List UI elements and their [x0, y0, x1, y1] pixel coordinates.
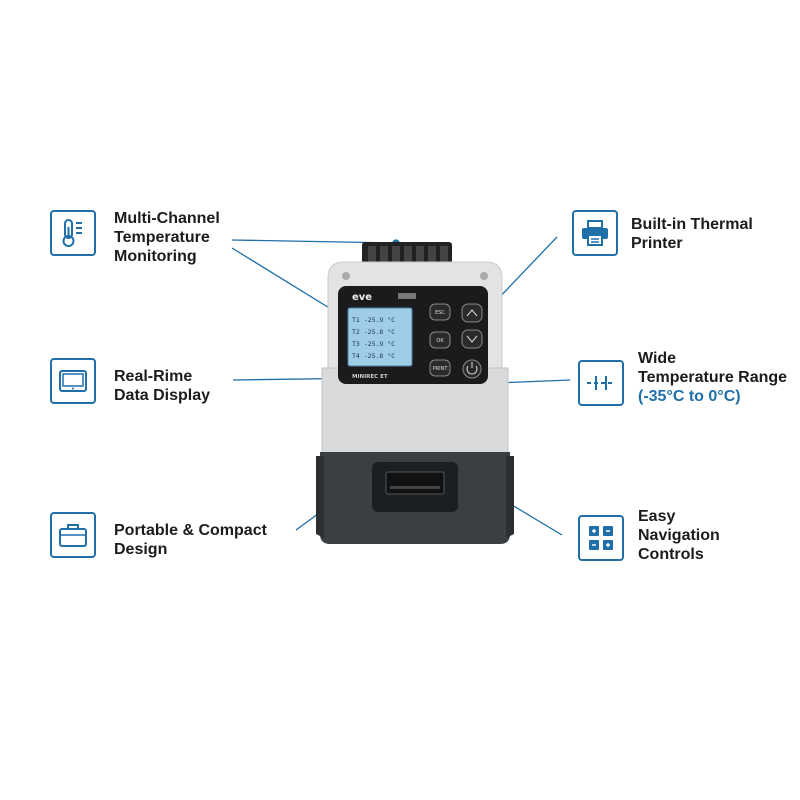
esc-button — [429, 303, 451, 321]
thermometer-icon-box — [50, 210, 96, 256]
range-icon — [587, 376, 615, 390]
ok-button — [429, 331, 451, 349]
label-multichannel-line1: Multi-Channel — [114, 210, 220, 227]
label-navigation: Easy Navigation Controls — [638, 507, 720, 564]
keypad-icon-box — [578, 515, 624, 561]
briefcase-icon-box — [50, 512, 96, 558]
data-logger-device: eve T1 -25.9 °C T2 -25.8 °C T3 -25.9 °C … — [316, 242, 514, 544]
up-button — [461, 303, 483, 323]
label-temprange-line1: Wide — [638, 350, 677, 367]
power-icon — [466, 365, 478, 375]
label-printer-line2: Printer — [631, 235, 683, 252]
brand-logo: eve — [352, 292, 372, 303]
chevron-down-icon — [466, 335, 478, 343]
screen-row-1: T1 -25.9 °C — [352, 316, 395, 324]
thermometer-icon — [62, 219, 82, 247]
label-multichannel: Multi-Channel Temperature Monitoring — [114, 209, 220, 266]
model-label: MINIREC ET — [352, 374, 388, 380]
power-button — [462, 359, 482, 379]
label-realtime-line1: Real-Rime — [114, 368, 193, 385]
ok-label: OK — [436, 338, 444, 344]
label-multichannel-line3: Monitoring — [114, 248, 197, 265]
printer-icon — [582, 220, 608, 246]
print-button — [429, 359, 451, 377]
label-navigation-line1: Easy — [638, 508, 676, 525]
label-portable: Portable & Compact Design — [114, 521, 267, 559]
chevron-up-icon — [466, 309, 478, 317]
screen-row-3: T3 -25.9 °C — [352, 340, 395, 348]
tablet-icon — [59, 370, 87, 392]
label-temprange-line2: Temperature Range — [638, 369, 788, 386]
tablet-icon-box — [50, 358, 96, 404]
label-temprange-line3: (-35°C to 0°C) — [638, 388, 741, 405]
label-multichannel-line2: Temperature — [114, 229, 210, 246]
label-printer: Built-in Thermal Printer — [631, 215, 753, 253]
print-label: PRINT — [433, 366, 449, 372]
label-navigation-line2: Navigation — [638, 527, 720, 544]
label-portable-line1: Portable & Compact — [114, 522, 267, 539]
label-realtime-line2: Data Display — [114, 387, 211, 404]
range-icon-box — [578, 360, 624, 406]
label-temprange: Wide Temperature Range (-35°C to 0°C) — [638, 349, 787, 406]
printer-icon-box — [572, 210, 618, 256]
label-portable-line2: Design — [114, 541, 168, 558]
label-realtime: Real-Rime Data Display — [114, 367, 210, 405]
keypad-icon — [589, 526, 613, 550]
label-printer-line1: Built-in Thermal — [631, 216, 753, 233]
lcd-screen — [347, 307, 413, 367]
esc-label: ESC — [435, 310, 445, 316]
screen-row-4: T4 -25.8 °C — [352, 352, 395, 360]
briefcase-icon — [59, 524, 87, 547]
down-button — [461, 329, 483, 349]
screen-row-2: T2 -25.8 °C — [352, 328, 395, 336]
label-navigation-line3: Controls — [638, 546, 704, 563]
